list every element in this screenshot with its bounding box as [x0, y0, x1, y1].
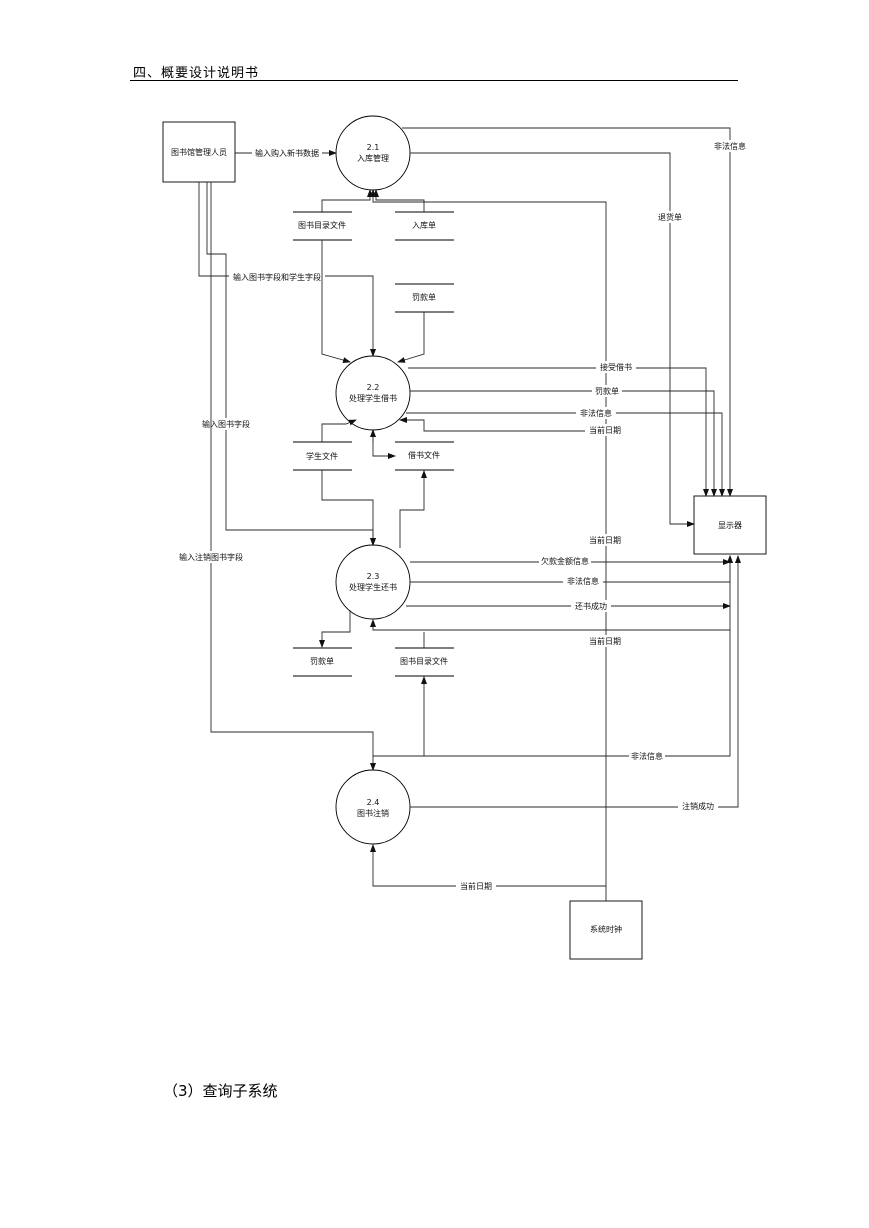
flow-debt-info: 欠款金额信息 [410, 555, 731, 567]
svg-text:输入图书字段和学生字段: 输入图书字段和学生字段 [233, 272, 321, 282]
flow-borrow-ok: 接受借书 [408, 361, 709, 497]
process-2-3: 2.3 处理学生还书 [335, 544, 411, 620]
process-2-3-name: 处理学生还书 [349, 582, 397, 592]
entity-display: 显示器 [693, 495, 767, 555]
flow-24-catalog [373, 676, 427, 757]
process-2-1: 2.1 入库管理 [335, 115, 411, 191]
flow-new-book-data: 输入购入新书数据 [235, 146, 337, 158]
entity-admin: 图书馆管理人员 [162, 121, 236, 183]
flow-cancel-field: 输入注销图书字段 [176, 182, 376, 771]
process-2-4: 2.4 图书注销 [335, 769, 411, 845]
section-title: （3）查询子系统 [163, 1082, 278, 1100]
flow-student-to-23 [321, 470, 376, 546]
flow-date-22: 当前日期 [399, 417, 625, 436]
store-borrow-label: 借书文件 [408, 450, 440, 460]
store-fine-bottom-label: 罚款单 [310, 656, 334, 666]
process-2-4-num: 2.4 [367, 798, 380, 807]
flow-book-field: 输入图书字段 [198, 182, 376, 546]
flow-illegal-top: 非法信息 [402, 127, 748, 497]
header-rule [130, 80, 738, 81]
page-header: 四、概要设计说明书 [133, 66, 260, 81]
entity-clock-label: 系统时钟 [590, 924, 622, 934]
process-2-3-num: 2.3 [367, 572, 380, 581]
flow-date-23b: 当前日期 [370, 619, 730, 647]
svg-text:非法信息: 非法信息 [714, 141, 746, 151]
flow-catalog-to-22 [321, 240, 351, 363]
svg-text:当前日期: 当前日期 [589, 535, 621, 545]
entity-clock: 系统时钟 [569, 900, 643, 960]
flow-date-23a: 当前日期 [585, 534, 625, 546]
flow-illegal-24: 非法信息 [373, 555, 733, 762]
entity-display-label: 显示器 [718, 521, 742, 530]
store-stock-in: 入库单 [395, 211, 454, 241]
flow-student-to-22 [321, 419, 357, 442]
svg-text:当前日期: 当前日期 [589, 425, 621, 435]
flow-book-student-fields: 输入图书字段和学生字段 [198, 182, 376, 357]
svg-text:输入注销图书字段: 输入注销图书字段 [179, 552, 243, 562]
svg-text:非法信息: 非法信息 [580, 408, 612, 418]
process-2-2-name: 处理学生借书 [349, 393, 397, 403]
store-catalog-bottom-label: 图书目录文件 [400, 656, 448, 666]
store-catalog-top-label: 图书目录文件 [298, 220, 346, 230]
svg-text:欠款金额信息: 欠款金额信息 [541, 556, 589, 566]
flow-return-ok: 还书成功 [406, 600, 731, 612]
flow-illegal-22: 非法信息 [406, 407, 725, 497]
process-2-1-num: 2.1 [367, 143, 380, 152]
flow-23-fine-bottom [319, 610, 351, 648]
store-fine-top-label: 罚款单 [412, 292, 436, 302]
svg-text:退货单: 退货单 [658, 212, 682, 222]
flow-23-borrow [399, 470, 427, 548]
store-borrow: 借书文件 [395, 441, 454, 471]
store-student-label: 学生文件 [306, 451, 338, 461]
process-2-1-name: 入库管理 [357, 153, 389, 163]
flow-cancel-ok: 注销成功 [410, 555, 741, 812]
flow-date-24: 当前日期 [370, 844, 606, 892]
flow-22-borrow [370, 429, 396, 459]
flow-return-slip: 退货单 [410, 152, 695, 527]
svg-text:当前日期: 当前日期 [460, 881, 492, 891]
entity-admin-label: 图书馆管理人员 [171, 147, 227, 157]
store-catalog-bottom: 图书目录文件 [395, 647, 454, 677]
process-2-2-num: 2.2 [367, 383, 380, 392]
svg-text:当前日期: 当前日期 [589, 636, 621, 646]
svg-text:接受借书: 接受借书 [600, 362, 632, 372]
store-fine-top: 罚款单 [395, 283, 454, 313]
svg-text:输入购入新书数据: 输入购入新书数据 [255, 148, 319, 158]
store-student: 学生文件 [293, 441, 352, 471]
svg-text:罚款单: 罚款单 [595, 386, 619, 396]
svg-text:非法信息: 非法信息 [567, 576, 599, 586]
store-stock-in-label: 入库单 [412, 220, 436, 230]
svg-text:非法信息: 非法信息 [631, 751, 663, 761]
flow-fine-msg: 罚款单 [410, 385, 717, 497]
svg-text:注销成功: 注销成功 [682, 801, 714, 811]
flow-fine-to-22 [397, 312, 425, 363]
svg-text:输入图书字段: 输入图书字段 [202, 419, 250, 429]
store-fine-bottom: 罚款单 [293, 647, 352, 677]
svg-text:还书成功: 还书成功 [575, 601, 607, 611]
flow-clock-line [370, 189, 607, 901]
store-catalog-top: 图书目录文件 [293, 211, 352, 241]
process-2-4-name: 图书注销 [357, 808, 389, 818]
process-2-2: 2.2 处理学生借书 [335, 355, 411, 431]
